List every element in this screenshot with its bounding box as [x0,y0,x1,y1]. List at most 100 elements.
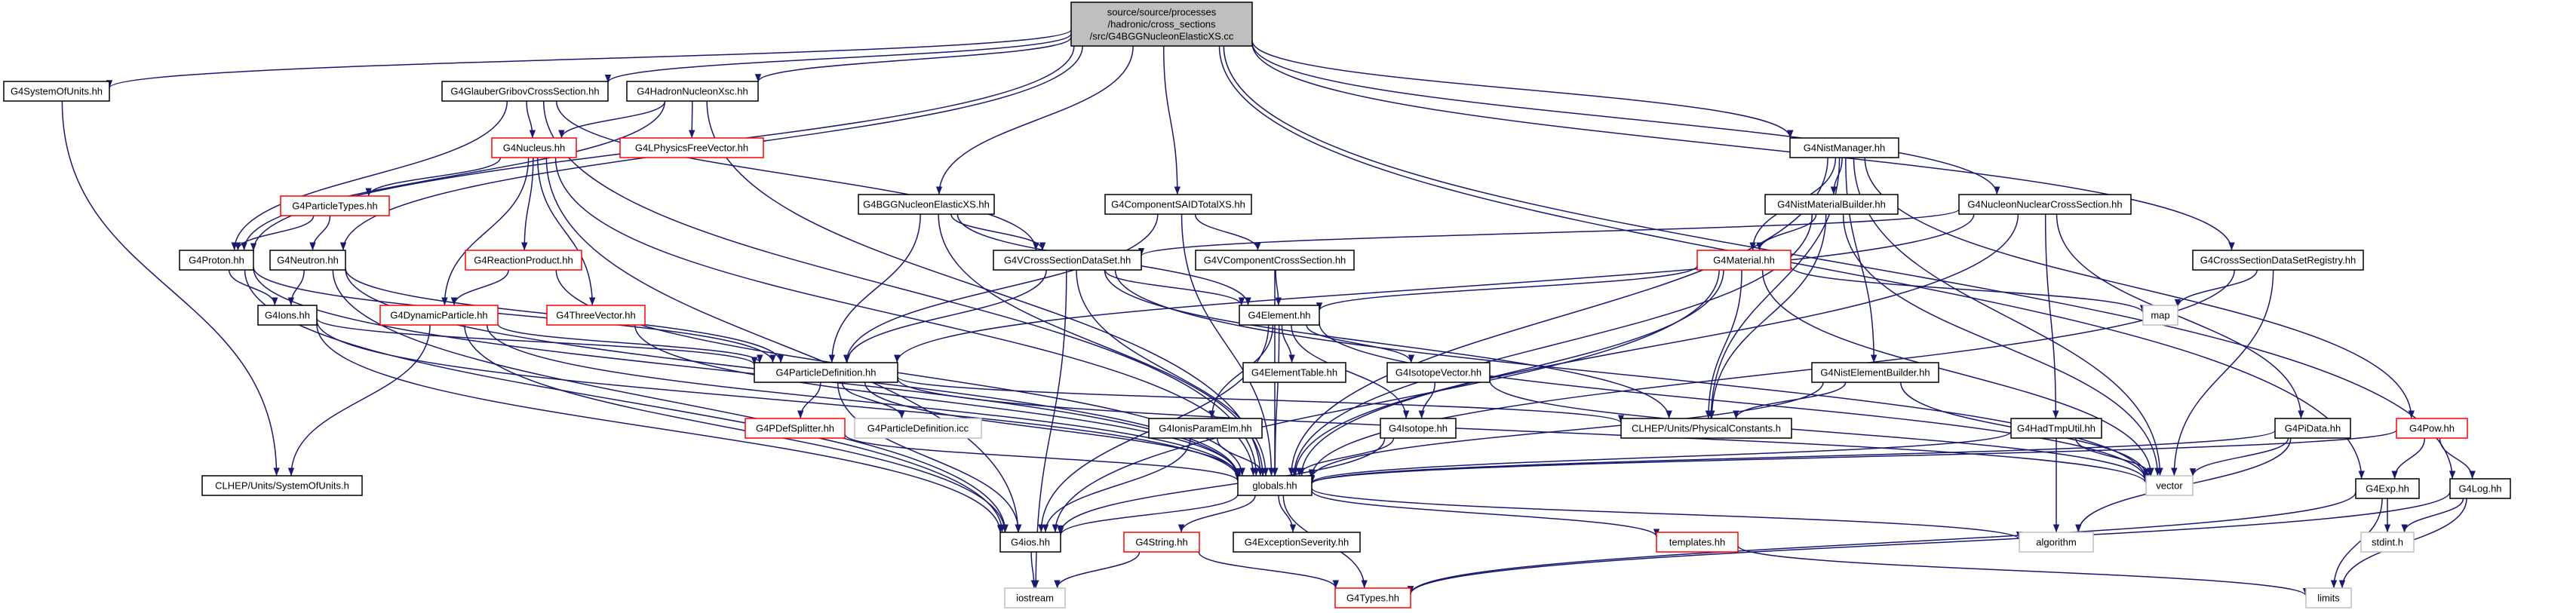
node-particletypes[interactable]: G4ParticleTypes.hh [280,195,390,216]
node-string[interactable]: G4String.hh [1123,532,1200,553]
node-particledefinition[interactable]: G4ParticleDefinition.hh [754,362,898,383]
node-label-limits: limits [2317,593,2340,604]
node-particledefinitionicc[interactable]: G4ParticleDefinition.icc [854,418,982,439]
node-physicalconstants[interactable]: CLHEP/Units/PhysicalConstants.h [1620,418,1792,439]
edge-particledefinition-to-physicalconstants [897,376,1624,424]
node-label-lphysicsfreevector: G4LPhysicsFreeVector.hh [635,143,748,154]
node-elementtable[interactable]: G4ElementTable.hh [1242,362,1346,383]
node-label-hadronnucleonxsc: G4HadronNucleonXsc.hh [637,86,748,97]
node-ionisparamelm[interactable]: G4IonisParamElm.hh [1148,418,1263,439]
node-label-systemofunits: G4SystemOfUnits.hh [11,86,103,97]
edge-bggnucleonelasticxs-to-particledefinition [828,213,921,363]
node-pdefsplitter[interactable]: G4PDefSplitter.hh [745,418,846,439]
node-box-string [1123,532,1200,553]
edge-nistmanager-to-vector [1853,157,2163,477]
node-map[interactable]: map [2142,305,2178,326]
node-box-isotopevector [1386,362,1491,383]
node-bggnucleonelasticxs[interactable]: G4BGGNucleonElasticXS.hh [858,194,995,215]
edge-hadtmputil-to-globals [1309,431,2012,484]
node-stdint[interactable]: stdint.h [2360,532,2415,553]
edge-material-to-element [1316,265,1698,311]
edge-pdefsplitter-to-globals [844,434,1242,482]
node-vcrosssectiondataset[interactable]: G4VCrossSectionDataSet.hh [993,250,1142,271]
node-isotope[interactable]: G4Isotope.hh [1380,418,1457,439]
node-box-systemofunits [3,81,110,102]
edge-hadronnucleonxsc-to-nucleus [558,100,666,139]
node-box-limits [2305,587,2352,608]
node-threevector[interactable]: G4ThreeVector.hh [546,305,646,326]
edge-pow-to-exp [2391,437,2426,480]
node-hadtmputil[interactable]: G4HadTmpUtil.hh [2010,418,2102,439]
edge-vcrosssectiondataset-to-particledefinition [843,269,1047,363]
edge-pow-to-globals [1309,429,2397,485]
node-vcomponentcrosssection[interactable]: G4VComponentCrossSection.hh [1195,250,1355,271]
node-root[interactable]: source/source/processes/hadronic/cross_s… [1070,2,1253,47]
edge-pidata-to-vector [2189,437,2289,477]
node-exceptionseverity[interactable]: G4ExceptionSeverity.hh [1233,532,1361,553]
edge-material-to-map [1790,265,2147,314]
edge-nistmanager-to-nistmaterialbuilder [1830,157,1843,195]
node-label-root: /src/G4BGGNucleonElasticXS.cc [1090,31,1234,42]
node-lphysicsfreevector[interactable]: G4LPhysicsFreeVector.hh [619,137,764,158]
edge-componentsaidtotalxs-to-vcomponentcrosssection [1194,213,1261,251]
node-ios[interactable]: G4ios.hh [999,532,1061,553]
node-systemofunits[interactable]: G4SystemOfUnits.hh [3,81,110,102]
node-proton[interactable]: G4Proton.hh [179,250,254,271]
node-ions[interactable]: G4Ions.hh [257,305,318,326]
node-crosssectiondatasetregistry[interactable]: G4CrossSectionDataSetRegistry.hh [2192,250,2364,271]
edge-vcrosssectiondataset-to-element [1104,269,1245,306]
edge-element-to-isotope [1291,324,1410,419]
node-limits[interactable]: limits [2305,587,2352,608]
node-box-nistelementbuilder [1811,362,1939,383]
node-label-componentsaidtotalxs: G4ComponentSAIDTotalXS.hh [1111,199,1245,210]
node-exp[interactable]: G4Exp.hh [2355,478,2420,499]
node-label-types: G4Types.hh [1346,593,1399,604]
node-nucleonnuclearcrosssection[interactable]: G4NucleonNuclearCrossSection.hh [1958,194,2132,215]
edge-string-to-types [1198,551,1339,589]
node-clhepsystemofunits[interactable]: CLHEP/Units/SystemOfUnits.h [201,475,363,496]
edge-nucleonnuclearcrosssection-to-hadtmputil [2044,213,2059,419]
node-box-material [1696,250,1792,271]
node-pidata[interactable]: G4PiData.hh [2274,418,2351,439]
node-box-ios [999,532,1061,553]
node-pow[interactable]: G4Pow.hh [2396,418,2468,439]
node-label-nucleonnuclearcrosssection: G4NucleonNuclearCrossSection.hh [1967,199,2122,210]
node-material[interactable]: G4Material.hh [1696,250,1792,271]
edge-nucleonnuclearcrosssection-to-pidata [2056,213,2304,419]
node-nucleus[interactable]: G4Nucleus.hh [491,137,577,158]
node-box-pow [2396,418,2468,439]
node-box-threevector [546,305,646,326]
node-globals[interactable]: globals.hh [1237,475,1313,496]
node-types[interactable]: G4Types.hh [1334,587,1411,608]
node-algorithm[interactable]: algorithm [2019,532,2094,553]
node-label-map: map [2151,310,2169,321]
node-nistelementbuilder[interactable]: G4NistElementBuilder.hh [1811,362,1939,383]
edge-isotopevector-to-isotope [1418,382,1436,419]
node-box-types [1334,587,1411,608]
edge-glauber-to-vcrosssectiondataset [555,100,1039,251]
edge-dynamicparticle-to-globals [486,324,1242,479]
node-nistmaterialbuilder[interactable]: G4NistMaterialBuilder.hh [1764,194,1899,215]
node-componentsaidtotalxs[interactable]: G4ComponentSAIDTotalXS.hh [1104,194,1252,215]
node-vector[interactable]: vector [2145,475,2194,496]
node-nistmanager[interactable]: G4NistManager.hh [1789,137,1899,158]
node-isotopevector[interactable]: G4IsotopeVector.hh [1386,362,1491,383]
node-label-neutron: G4Neutron.hh [277,255,339,266]
edge-systemofunits-to-clhepsystemofunits [61,100,280,477]
node-element[interactable]: G4Element.hh [1239,305,1320,326]
node-box-ions [257,305,318,326]
node-label-vector: vector [2156,480,2183,492]
node-glauber[interactable]: G4GlauberGribovCrossSection.hh [441,81,609,102]
node-hadronnucleonxsc[interactable]: G4HadronNucleonXsc.hh [626,81,759,102]
node-box-hadronnucleonxsc [626,81,759,102]
node-reactionproduct[interactable]: G4ReactionProduct.hh [465,250,582,271]
node-log[interactable]: G4Log.hh [2449,478,2511,499]
node-box-nucleus [491,137,577,158]
node-label-nistelementbuilder: G4NistElementBuilder.hh [1820,367,1930,379]
node-dynamicparticle[interactable]: G4DynamicParticle.hh [379,305,499,326]
nodes-layer: source/source/processes/hadronic/cross_s… [3,2,2511,608]
node-label-exceptionseverity: G4ExceptionSeverity.hh [1245,537,1349,548]
node-neutron[interactable]: G4Neutron.hh [269,250,346,271]
node-iostream[interactable]: iostream [1004,587,1066,608]
node-templates[interactable]: templates.hh [1656,532,1739,553]
